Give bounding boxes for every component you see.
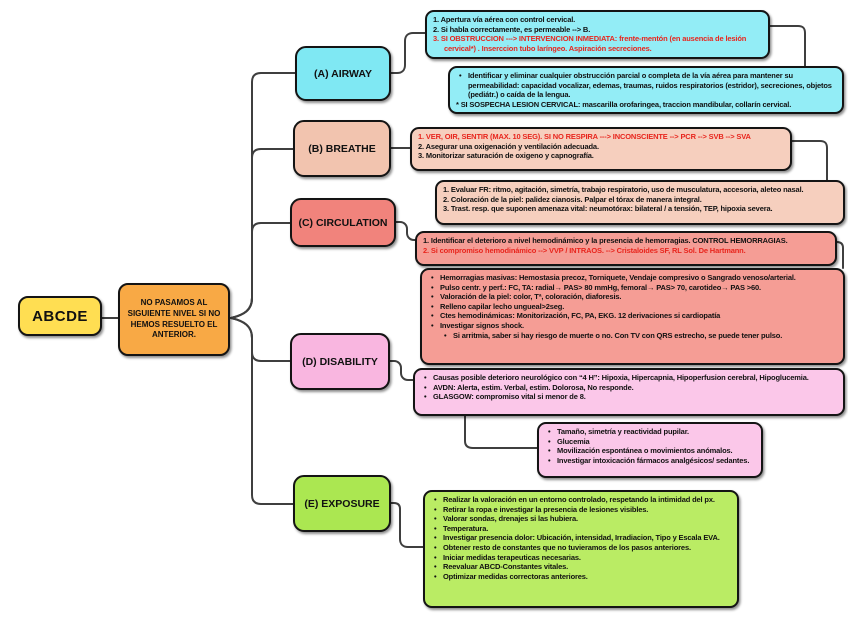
node-airway: (A) AIRWAY	[295, 46, 391, 101]
text-line: Realizar la valoración en un entorno con…	[431, 495, 731, 505]
text-line: 2. Si habla correctamente, es permeable …	[433, 24, 591, 34]
text-line: AVDN: Alerta, estim. Verbal, estim. Dolo…	[421, 383, 837, 393]
text-line: Investigar presencia dolor: Ubicación, i…	[431, 533, 731, 543]
edge-rule-exposure	[230, 317, 294, 505]
airway-detail-box: Identificar y eliminar cualquier obstruc…	[448, 66, 844, 115]
text-line: * SI SOSPECHA LESION CERVICAL: mascarill…	[456, 99, 792, 109]
text-line: 3. Monitorizar saturación de oxigeno y c…	[418, 151, 594, 161]
text-line: Si arritmia, saber si hay riesgo de muer…	[441, 331, 837, 341]
text-line: GLASGOW: compromiso vital si menor de 8.	[421, 392, 837, 402]
text-line: 3. SI OBSTRUCCION ---> INTERVENCION INME…	[433, 34, 747, 53]
node-exposure: (E) EXPOSURE	[293, 475, 391, 532]
airway-steps-box: 1. Apertura vía aérea con control cervic…	[425, 10, 770, 59]
node-circulation-label: (C) CIRCULATION	[298, 216, 388, 229]
disability-pupils-box: Tamaño, simetría y reactividad pupilar. …	[537, 422, 763, 478]
root-node-abcde: ABCDE	[18, 296, 102, 336]
edge-disability-d1	[389, 360, 414, 381]
text-line: 2. Asegurar una oxigenación y ventilació…	[418, 141, 599, 151]
rule-node: NO PASAMOS AL SIGUIENTE NIVEL SI NO HEMO…	[118, 283, 230, 356]
text-line: Retirar la ropa e investigar la presenci…	[431, 505, 731, 515]
edge-rule-disability	[230, 317, 291, 362]
text-line: Glucemia	[545, 437, 755, 447]
node-breathe: (B) BREATHE	[293, 120, 391, 177]
edge-a1-a2	[769, 25, 806, 67]
text-line: 1. Identificar el deterioro a nivel hemo…	[423, 236, 788, 245]
text-line: Ctes hemodinámicas: Monitorización, FC, …	[428, 311, 837, 321]
node-circulation: (C) CIRCULATION	[290, 198, 396, 247]
edge-rule-breathe	[230, 148, 294, 319]
text-line: Pulso centr. y perf.: FC, TA: radial→ PA…	[428, 283, 837, 293]
node-breathe-label: (B) BREATHE	[308, 142, 376, 155]
text-line: Valoración de la piel: color, Tª, colora…	[428, 292, 837, 302]
circulation-detail-box: Hemorragias masivas: Hemostasia precoz, …	[420, 268, 845, 365]
text-line: Temperatura.	[431, 524, 731, 534]
edge-rule-airway	[230, 72, 296, 319]
edge-b1-b2	[791, 140, 828, 181]
node-exposure-label: (E) EXPOSURE	[304, 497, 380, 510]
text-line: Identificar y eliminar cualquier obstruc…	[456, 71, 836, 100]
root-label: ABCDE	[32, 307, 88, 325]
node-airway-label: (A) AIRWAY	[314, 67, 372, 80]
text-line: Movilización espontánea o movimientos an…	[545, 446, 755, 456]
edge-airway-a1	[390, 32, 426, 74]
breathe-steps-box: 1. VER, OIR, SENTIR (MAX. 10 SEG). SI NO…	[410, 127, 792, 171]
text-line: 2. Si compromiso hemodinámico --> VVP / …	[423, 245, 746, 255]
text-line: 2. Coloración de la piel: palidez cianos…	[443, 194, 702, 204]
text-line: Reevaluar ABCD-Constantes vitales.	[431, 562, 731, 572]
disability-assess-box: Causas posible deterioro neurológico con…	[413, 368, 845, 416]
edge-d1-d2	[464, 415, 538, 449]
text-line: Optimizar medidas correctoras anteriores…	[431, 572, 731, 582]
edge-circulation-c1	[395, 221, 416, 241]
edge-exposure-e1	[390, 502, 424, 548]
text-line: Investigar signos shock.	[428, 321, 837, 331]
text-line: 3. Trast. resp. que suponen amenaza vita…	[443, 204, 773, 214]
node-disability-label: (D) DISABILITY	[302, 355, 378, 368]
rule-text: NO PASAMOS AL SIGUIENTE NIVEL SI NO HEMO…	[127, 297, 221, 340]
text-line: Investigar intoxicación fármacos analgés…	[545, 456, 755, 466]
text-line: Relleno capilar lecho ungueal>2seg.	[428, 302, 837, 312]
edge-rule-circulation	[230, 222, 291, 319]
text-line: 1. Evaluar FR: ritmo, agitación, simetrí…	[443, 185, 804, 194]
node-disability: (D) DISABILITY	[290, 333, 390, 390]
text-line: Valorar sondas, drenajes si las hubiera.	[431, 514, 731, 524]
circulation-steps-box: 1. Identificar el deterioro a nivel hemo…	[415, 231, 837, 266]
exposure-detail-box: Realizar la valoración en un entorno con…	[423, 490, 739, 608]
breathe-assess-box: 1. Evaluar FR: ritmo, agitación, simetrí…	[435, 180, 845, 225]
text-line: Hemorragias masivas: Hemostasia precoz, …	[428, 273, 837, 283]
text-line: Causas posible deterioro neurológico con…	[421, 373, 837, 383]
text-line: Iniciar medidas terapeuticas necesarias.	[431, 553, 731, 563]
text-line: Tamaño, simetría y reactividad pupilar.	[545, 427, 755, 437]
text-line: 1. Apertura vía aérea con control cervic…	[433, 15, 576, 24]
text-line: Obtener resto de constantes que no tuvie…	[431, 543, 731, 553]
text-line: 1. VER, OIR, SENTIR (MAX. 10 SEG). SI NO…	[418, 132, 751, 141]
edge-c1-c2	[836, 241, 844, 269]
